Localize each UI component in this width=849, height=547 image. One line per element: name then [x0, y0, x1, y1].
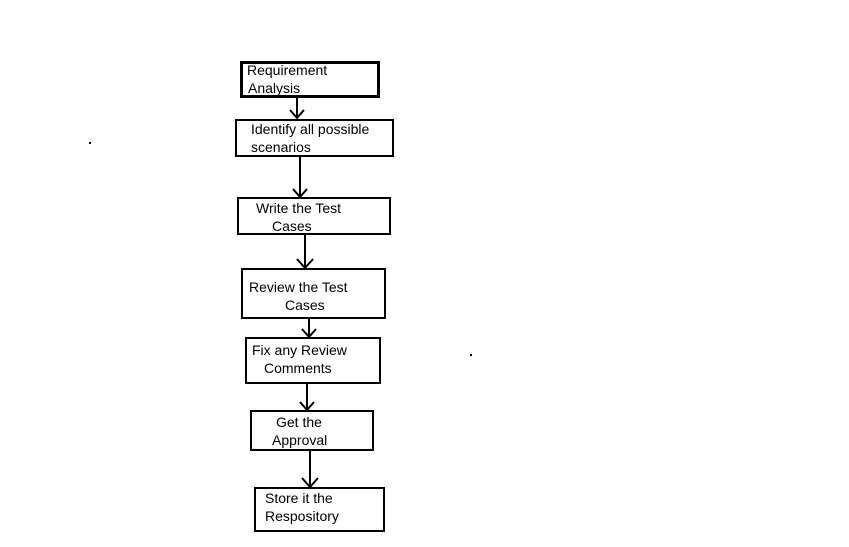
step-label-line1: Store it the [265, 490, 333, 506]
step-label-line1: Identify all possible [251, 121, 370, 137]
connector-1 [289, 98, 305, 120]
step-label-line1: Fix any Review [252, 342, 347, 358]
step-review-test-cases [241, 268, 386, 319]
step-identify-scenarios [235, 119, 394, 157]
step-label-line2: Comments [264, 360, 332, 376]
step-fix-review-comments [245, 337, 381, 384]
connector-5 [299, 384, 315, 412]
step-label-line2: Respository [265, 508, 339, 524]
step-label-line2: Analysis [248, 80, 301, 96]
connector-6 [301, 451, 319, 489]
connector-4 [301, 318, 317, 339]
step-label-line1: Write the Test [256, 200, 342, 216]
stray-dot [89, 142, 91, 144]
step-label-line2: scenarios [251, 139, 311, 155]
step-write-test-cases [237, 197, 391, 235]
step-requirement-analysis [240, 61, 380, 98]
step-label-line2: Cases [285, 297, 325, 313]
step-label-line1: Requirement [247, 62, 328, 78]
step-label-line1: Review the Test [249, 279, 348, 295]
connector-2 [292, 157, 308, 199]
step-label-line1: Get the [276, 414, 322, 430]
step-label-line2: Cases [272, 218, 312, 234]
step-label-line2: Approval [272, 432, 328, 448]
connector-3 [296, 234, 314, 270]
step-get-approval [250, 410, 374, 451]
stray-dot [470, 354, 472, 356]
step-store-repository [254, 487, 385, 532]
